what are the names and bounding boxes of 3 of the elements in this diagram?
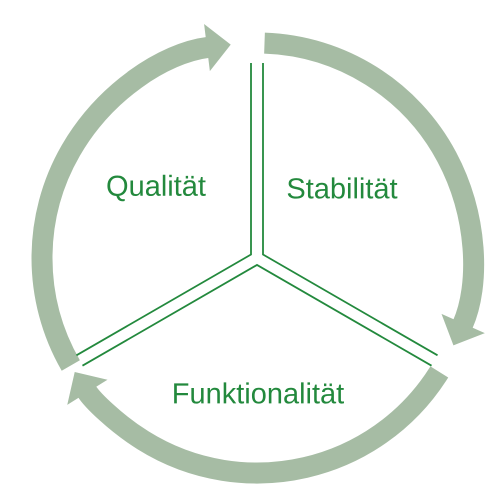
sector-label: Stabilität	[288, 177, 398, 199]
sector-label: Funktionalität	[174, 382, 344, 404]
sector-label: Qualität	[107, 174, 206, 202]
